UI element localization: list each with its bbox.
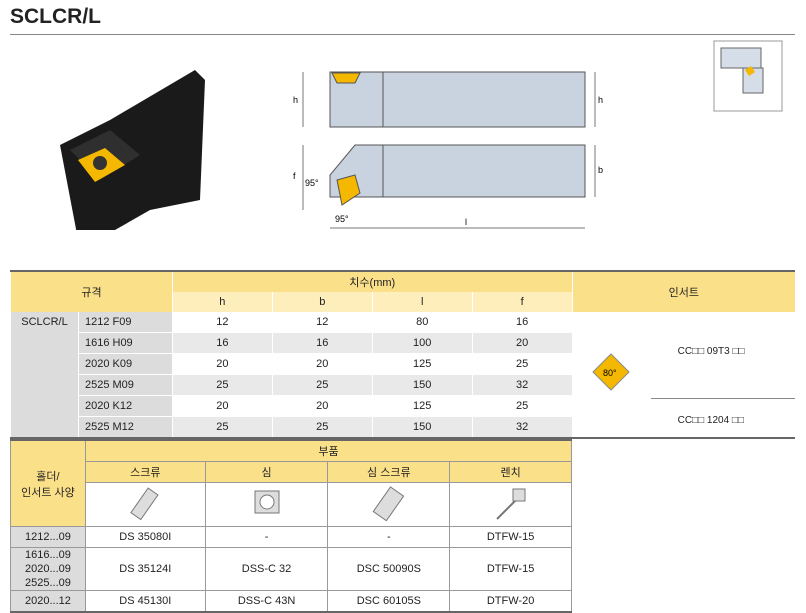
code-cell: 1616 H09	[77, 332, 173, 354]
holder-cell: 2020...12	[10, 590, 86, 613]
model-cell: SCLCR/L	[10, 312, 79, 439]
shim-screw-image	[327, 482, 451, 527]
cell: DS 35080I	[84, 526, 206, 548]
cell: 25	[471, 353, 573, 375]
insert-cell: 80° CC□□ 09T3 □□ CC□□ 1204 □□	[571, 312, 795, 439]
svg-text:80°: 80°	[603, 368, 617, 378]
code-cell: 1212 F09	[77, 312, 173, 333]
cell: 100	[371, 332, 473, 354]
cell: 16	[171, 332, 273, 354]
cell: 150	[371, 416, 473, 439]
application-icon	[713, 40, 783, 112]
insert-header: 인서트	[571, 271, 795, 312]
spec-header: 규격	[10, 271, 173, 312]
cell: 150	[371, 374, 473, 396]
svg-text:95°: 95°	[305, 178, 319, 188]
svg-text:f: f	[293, 171, 296, 181]
svg-text:b: b	[598, 165, 603, 175]
cell: 32	[471, 374, 573, 396]
cell: -	[327, 526, 451, 548]
svg-text:95°: 95°	[335, 214, 349, 224]
cell: 12	[171, 312, 273, 333]
holder-cell: 1616...09 2020...09 2525...09	[10, 547, 86, 591]
top-view-drawing: h h b f 95° 95° l	[293, 71, 603, 229]
wrench-image	[449, 482, 572, 527]
svg-text:h: h	[598, 95, 603, 105]
cell: 12	[271, 312, 373, 333]
cell: 20	[171, 353, 273, 375]
cell: 32	[471, 416, 573, 439]
shim-screw-icon	[372, 486, 405, 522]
code-cell: 2020 K12	[77, 395, 173, 417]
insert-code: CC□□ 1204 □□	[677, 415, 744, 426]
insert-code: CC□□ 09T3 □□	[677, 346, 745, 357]
col-shim: 심	[204, 461, 329, 483]
col-screw: 스크류	[84, 461, 206, 483]
cell: 25	[171, 416, 273, 439]
svg-text:l: l	[465, 217, 467, 227]
cell: 125	[371, 395, 473, 417]
cell: DSS-C 32	[204, 547, 329, 591]
screw-icon	[130, 487, 159, 521]
page-title: SCLCR/L	[10, 5, 101, 28]
dims-header: 치수(mm)	[171, 271, 573, 292]
holder-header: 홀더/ 인서트 사양	[10, 439, 86, 527]
wrench-icon	[495, 488, 526, 520]
cell: DSS-C 43N	[204, 590, 329, 613]
cell: 125	[371, 353, 473, 375]
cell: 25	[271, 374, 373, 396]
cell: 20	[471, 332, 573, 354]
cell: DTFW-20	[449, 590, 572, 613]
cell: 20	[271, 395, 373, 417]
tool-holder-photo	[60, 70, 205, 230]
cell: 25	[271, 416, 373, 439]
cell: DS 45130I	[84, 590, 206, 613]
cell: DSC 50090S	[327, 547, 451, 591]
title-divider	[10, 34, 795, 35]
parts-header: 부품	[84, 439, 573, 462]
cell: DSC 60105S	[327, 590, 451, 613]
shim-icon	[254, 490, 280, 514]
col-l: l	[371, 292, 473, 312]
screw-image	[84, 482, 206, 527]
insert-80deg-icon: 80°	[591, 353, 630, 391]
cell: 16	[471, 312, 573, 333]
col-f: f	[471, 292, 573, 312]
col-shim-screw: 심 스크류	[327, 461, 451, 483]
cell: 20	[171, 395, 273, 417]
code-cell: 2525 M12	[77, 416, 173, 439]
cell: 25	[171, 374, 273, 396]
col-wrench: 렌치	[449, 461, 572, 483]
cell: 25	[471, 395, 573, 417]
cell: -	[204, 526, 329, 548]
code-cell: 2525 M09	[77, 374, 173, 396]
cell: DTFW-15	[449, 547, 572, 591]
col-b: b	[271, 292, 373, 312]
cell: 16	[271, 332, 373, 354]
cell: DTFW-15	[449, 526, 572, 548]
cell: 80	[371, 312, 473, 333]
shim-image	[204, 482, 329, 527]
col-h: h	[171, 292, 273, 312]
code-cell: 2020 K09	[77, 353, 173, 375]
holder-cell: 1212...09	[10, 526, 86, 548]
cell: 20	[271, 353, 373, 375]
cell: DS 35124I	[84, 547, 206, 591]
svg-text:h: h	[293, 95, 298, 105]
